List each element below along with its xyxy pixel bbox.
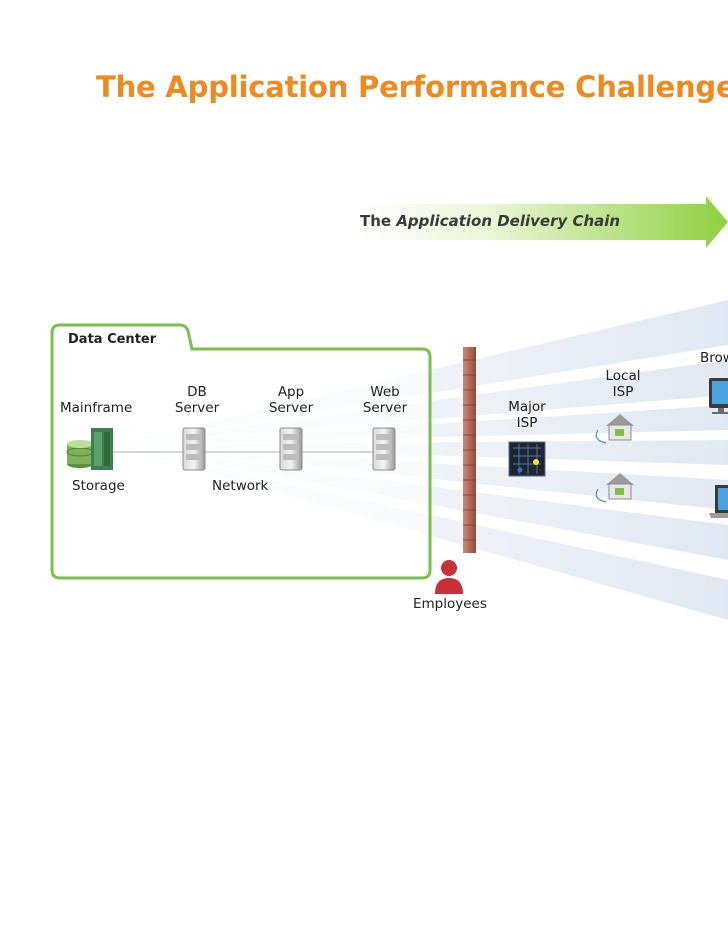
server-icon: [182, 427, 206, 471]
web-server-label: Web Server: [362, 384, 408, 416]
db-server-label: DB Server: [174, 384, 220, 416]
major-isp-label: Major ISP: [508, 399, 546, 431]
data-center-label: Data Center: [68, 332, 157, 347]
delivery-chain-arrow: [356, 196, 728, 248]
mainframe-icon: [91, 428, 113, 470]
app-server-label: App Server: [268, 384, 314, 416]
delivery-chain-label: The Application Delivery Chain: [360, 212, 620, 230]
storage-label: Storage: [72, 478, 125, 494]
isp-router-icon: [508, 441, 546, 477]
local-isp-label: Local ISP: [605, 368, 641, 400]
delivery-chain-emphasis: Application Delivery Chain: [396, 212, 621, 230]
delivery-chain-prefix: The: [360, 212, 392, 230]
employees-label: Employees: [413, 596, 487, 612]
house-icon: [595, 473, 634, 503]
browser-label: Brow: [700, 350, 728, 366]
page-title: The Application Performance Challenge: [96, 70, 728, 104]
network-label: Network: [212, 478, 269, 494]
mainframe-label: Mainframe: [60, 400, 133, 416]
server-icon: [372, 427, 396, 471]
firewall-icon: [463, 347, 476, 553]
desktop-monitor-icon: [709, 378, 728, 414]
house-icon: [595, 414, 634, 444]
server-icon: [279, 427, 303, 471]
user-icon: [435, 560, 463, 594]
laptop-icon: [709, 485, 728, 518]
database-icon: [66, 440, 94, 468]
